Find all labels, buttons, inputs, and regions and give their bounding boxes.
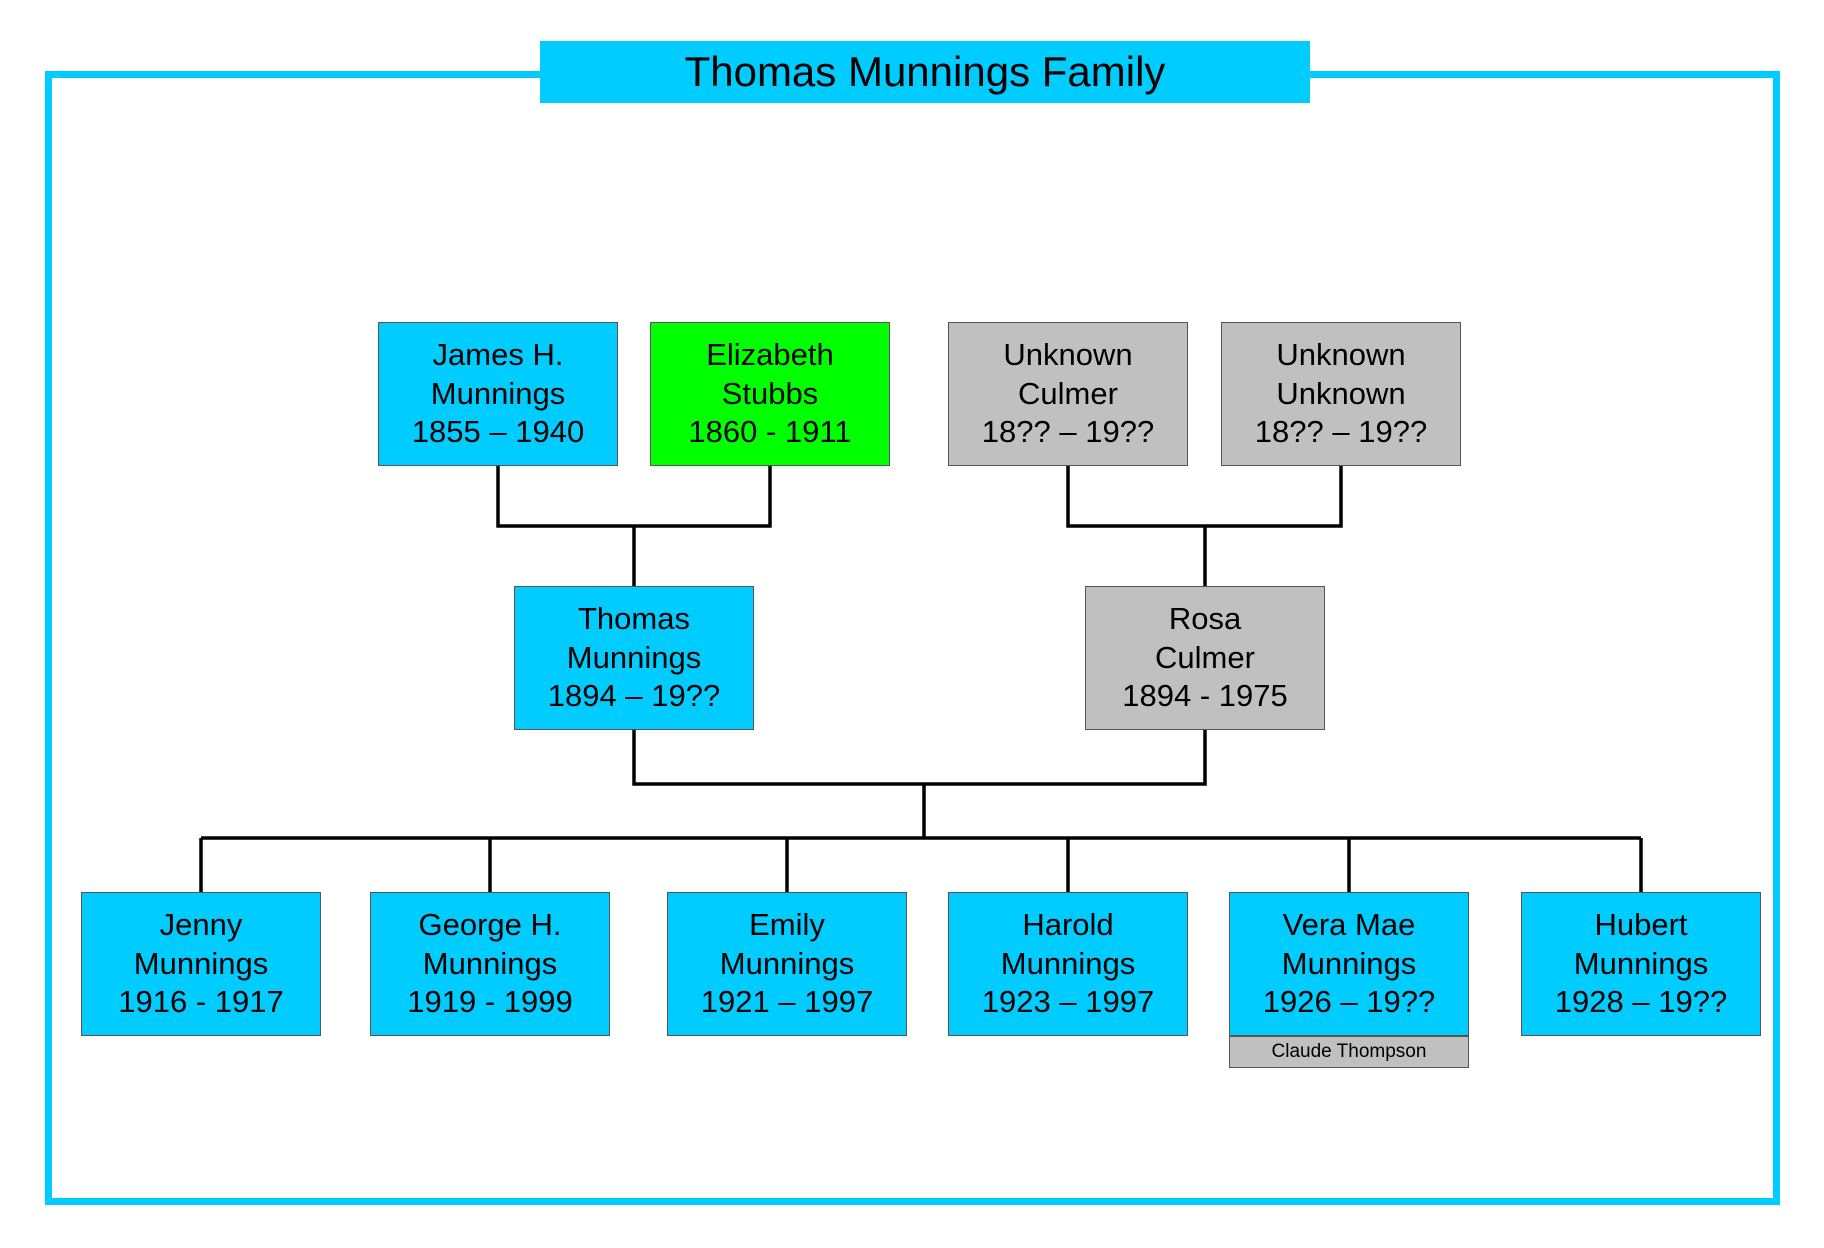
person-years: 1923 – 1997 — [981, 984, 1155, 1020]
person-years: 1894 - 1975 — [1122, 678, 1288, 714]
person-years: 1860 - 1911 — [688, 414, 852, 450]
person-unknown-culmer: Unknown Culmer 18?? – 19?? — [948, 322, 1188, 466]
diagram-title: Thomas Munnings Family — [540, 41, 1310, 103]
person-first-name: James H. — [432, 337, 564, 373]
person-last-name: Unknown — [1276, 375, 1406, 411]
person-last-name: Munnings — [1281, 945, 1417, 981]
person-years: 18?? – 19?? — [1254, 414, 1428, 450]
connector-paternal — [496, 466, 772, 528]
spouse-claude-thompson: Claude Thompson — [1229, 1036, 1469, 1068]
person-years: 1919 - 1999 — [407, 984, 573, 1020]
person-years: 1926 – 19?? — [1262, 984, 1436, 1020]
person-hubert-munnings: Hubert Munnings 1928 – 19?? — [1521, 892, 1761, 1036]
person-james-h-munnings: James H. Munnings 1855 – 1940 — [378, 322, 618, 466]
connector-parents — [632, 730, 1207, 786]
person-first-name: Vera Mae — [1282, 907, 1416, 943]
person-first-name: Harold — [1022, 907, 1114, 943]
person-first-name: Unknown — [1003, 337, 1133, 373]
person-george-h-munnings: George H. Munnings 1919 - 1999 — [370, 892, 610, 1036]
person-last-name: Munnings — [719, 945, 855, 981]
person-first-name: Emily — [749, 907, 825, 943]
connector-maternal — [1066, 466, 1343, 528]
person-first-name: Elizabeth — [706, 337, 834, 373]
person-last-name: Munnings — [1000, 945, 1136, 981]
person-years: 1855 – 1940 — [411, 414, 585, 450]
person-last-name: Munnings — [430, 375, 566, 411]
person-first-name: Unknown — [1276, 337, 1406, 373]
person-last-name: Munnings — [422, 945, 558, 981]
person-unknown-unknown: Unknown Unknown 18?? – 19?? — [1221, 322, 1461, 466]
person-first-name: Jenny — [159, 907, 243, 943]
person-last-name: Munnings — [1573, 945, 1709, 981]
person-harold-munnings: Harold Munnings 1923 – 1997 — [948, 892, 1188, 1036]
person-rosa-culmer: Rosa Culmer 1894 - 1975 — [1085, 586, 1325, 730]
person-years: 1894 – 19?? — [547, 678, 721, 714]
person-first-name: Rosa — [1168, 601, 1242, 637]
person-years: 1921 – 1997 — [700, 984, 874, 1020]
person-years: 18?? – 19?? — [981, 414, 1155, 450]
person-emily-munnings: Emily Munnings 1921 – 1997 — [667, 892, 907, 1036]
person-years: 1916 - 1917 — [118, 984, 284, 1020]
person-vera-mae-munnings: Vera Mae Munnings 1926 – 19?? — [1229, 892, 1469, 1036]
person-elizabeth-stubbs: Elizabeth Stubbs 1860 - 1911 — [650, 322, 890, 466]
person-jenny-munnings: Jenny Munnings 1916 - 1917 — [81, 892, 321, 1036]
person-years: 1928 – 19?? — [1554, 984, 1728, 1020]
person-thomas-munnings: Thomas Munnings 1894 – 19?? — [514, 586, 754, 730]
person-last-name: Culmer — [1018, 375, 1118, 411]
person-first-name: George H. — [418, 907, 562, 943]
person-last-name: Culmer — [1155, 639, 1255, 675]
person-last-name: Munnings — [133, 945, 269, 981]
person-last-name: Stubbs — [721, 375, 819, 411]
person-first-name: Thomas — [578, 601, 690, 637]
person-last-name: Munnings — [566, 639, 702, 675]
person-first-name: Hubert — [1594, 907, 1688, 943]
